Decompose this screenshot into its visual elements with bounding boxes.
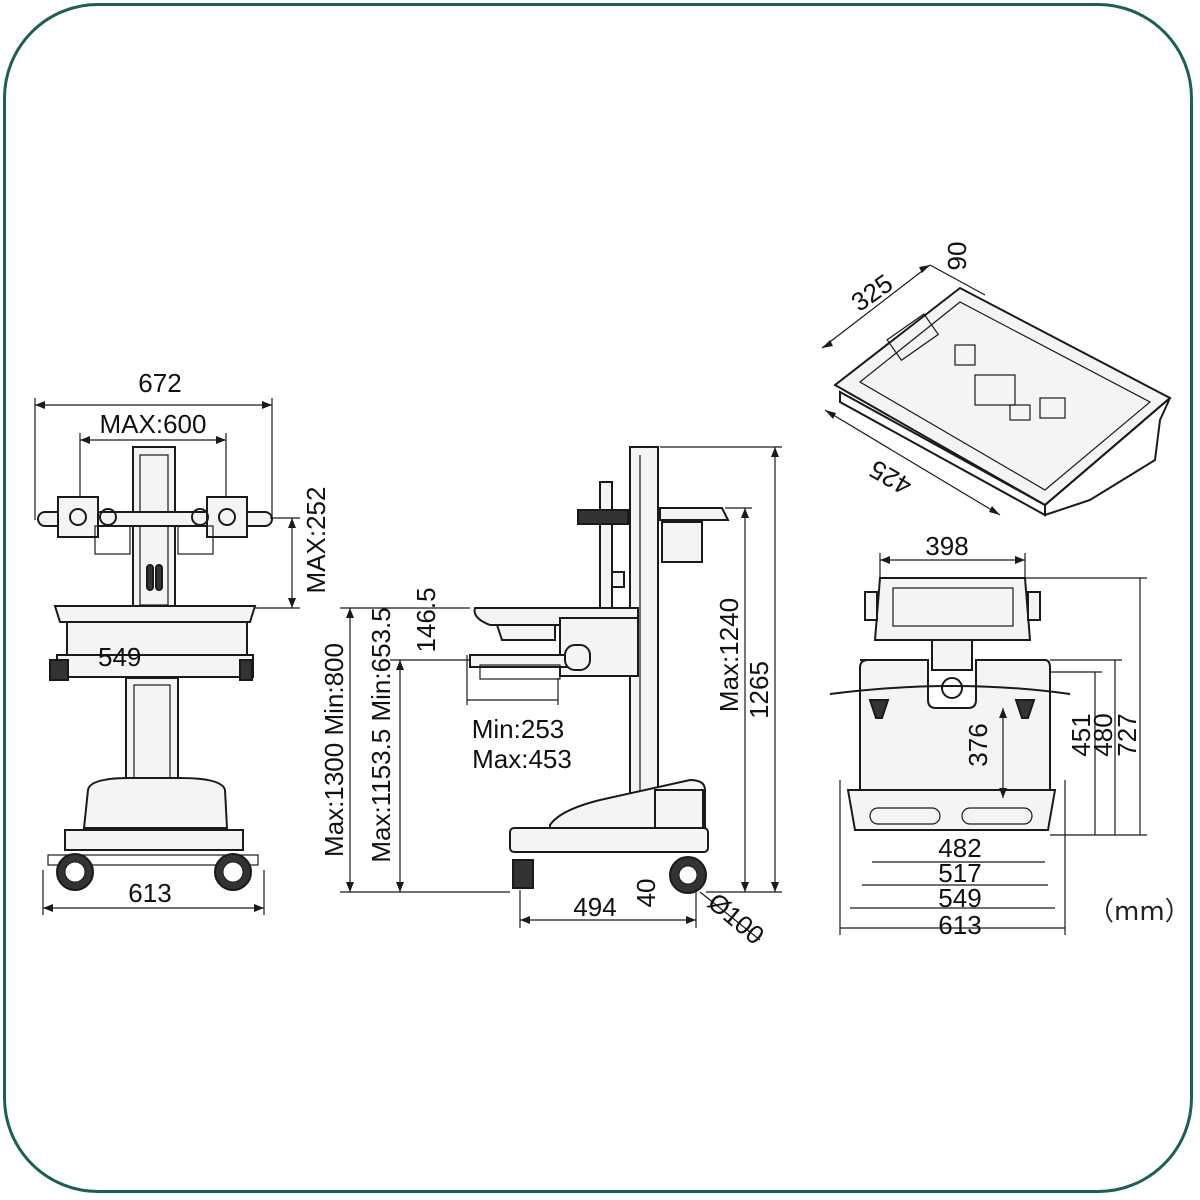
dim-max-1240: Max:1240	[714, 598, 744, 712]
dim-549: 549	[938, 883, 981, 913]
dim-wheel-diameter: Ø100	[702, 887, 770, 951]
dim-451: 451	[1066, 713, 1096, 756]
dim-480: 480	[1088, 713, 1118, 756]
dim-height-tray: Max:1153.5 Min:653.5	[366, 607, 396, 862]
dim-max-453: Max:453	[472, 744, 572, 774]
top-view: 398 376 451 480 727	[829, 531, 1191, 940]
dim-672: 672	[138, 368, 181, 398]
dim-40: 40	[631, 879, 661, 908]
dim-398: 398	[925, 531, 968, 561]
iso-view: 325 90 425	[821, 242, 1172, 517]
side-view: Max:1300 Min:800 Max:1153.5 Min:653.5 14…	[319, 446, 782, 951]
dim-613-front: 613	[128, 878, 171, 908]
dim-max-600: MAX:600	[100, 409, 207, 439]
dim-727: 727	[1112, 713, 1142, 756]
dim-376: 376	[963, 723, 993, 766]
dim-height-overall: Max:1300 Min:800	[319, 643, 349, 857]
front-view: 672 MAX:600 MAX:252 549	[34, 368, 331, 915]
dim-517: 517	[938, 858, 981, 888]
dim-325: 325	[845, 268, 898, 317]
dim-min-253: Min:253	[472, 714, 565, 744]
dim-1265: 1265	[744, 661, 774, 719]
dim-482: 482	[938, 833, 981, 863]
dim-max-252: MAX:252	[301, 487, 331, 594]
unit-label: （mm）	[1088, 897, 1191, 927]
dim-90: 90	[942, 242, 972, 271]
dim-425: 425	[864, 454, 917, 502]
tray-label-549: 549	[98, 642, 141, 672]
dim-613-top: 613	[938, 910, 981, 940]
dim-146-5: 146.5	[411, 587, 441, 652]
dim-494: 494	[573, 892, 616, 922]
